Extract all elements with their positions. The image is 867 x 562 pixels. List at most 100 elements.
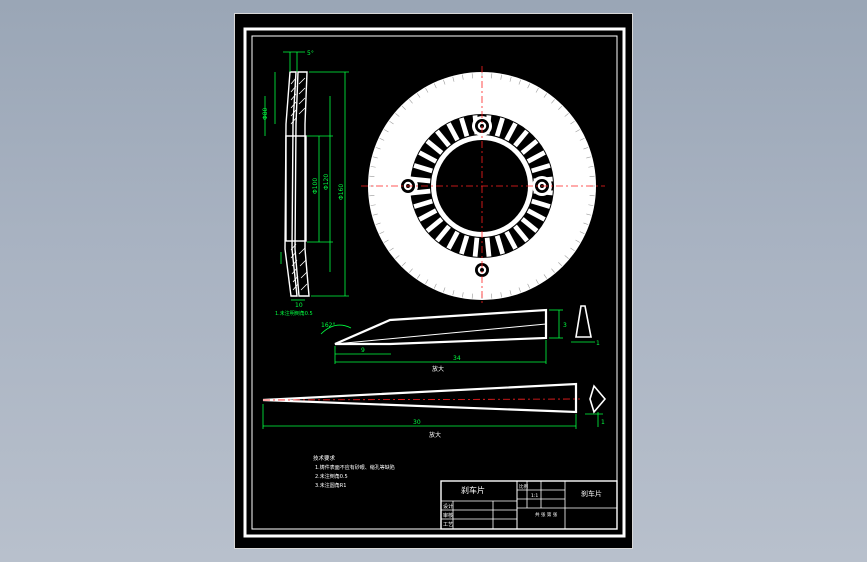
vent-rib: [418, 208, 438, 222]
rim-tick: [558, 262, 563, 267]
rim-tick: [586, 156, 592, 159]
disc-profile-right: [294, 71, 310, 297]
rim-tick: [588, 204, 594, 206]
rim-tick: [395, 255, 400, 259]
rim-tick: [570, 120, 575, 125]
rim-tick: [433, 283, 437, 289]
rim-tick: [370, 166, 376, 168]
vent-rib: [425, 217, 444, 233]
rim-tick: [518, 79, 521, 85]
side-dim-80: Φ80: [262, 107, 269, 120]
rim-tick: [500, 292, 502, 298]
rim-tick: [570, 247, 575, 252]
title-right-label: 刹车片: [581, 489, 602, 498]
rim-tick: [583, 147, 589, 150]
blade-dim-1: 1: [601, 419, 605, 426]
vent-rib: [472, 237, 480, 257]
hatching: [290, 77, 308, 291]
title-part-name: 刹车片: [461, 485, 485, 495]
title-scale: 1:1: [531, 493, 538, 499]
rim-tick: [564, 113, 569, 117]
rim-tick: [401, 262, 406, 267]
title-row-process: 工艺: [443, 522, 453, 528]
rim-tick: [372, 213, 378, 216]
vent-rib: [413, 163, 433, 174]
vent-rib: [446, 122, 460, 142]
rim-tick: [527, 83, 531, 89]
vent-rib: [504, 122, 518, 142]
tech-notes-title: 技术要求: [313, 454, 336, 462]
rim-tick: [409, 268, 413, 273]
front-view: [361, 66, 605, 306]
rim-tick: [372, 156, 378, 159]
vent-rib: [520, 217, 539, 233]
vent-rib: [435, 224, 451, 243]
blade-end-profile: [589, 384, 607, 414]
title-sheet-label: 共 张 第 张: [535, 511, 558, 518]
rim-tick: [583, 222, 589, 225]
rim-tick: [379, 231, 385, 235]
tech-note-1: 1.铸件表面不应有砂眼、缩孔等缺陷: [315, 464, 395, 471]
drawing-sheet: 5° Φ160 Φ120 Φ100 Φ80 10 1.未注明倒角0.5: [234, 13, 633, 549]
fin-dim-3: 3: [563, 322, 567, 329]
rim-tick: [452, 290, 455, 296]
rim-tick: [579, 231, 585, 235]
rim-tick: [443, 287, 446, 293]
blade-outline: [262, 382, 578, 414]
side-dim-thickness: 10: [295, 302, 303, 309]
rim-tick: [527, 283, 531, 289]
vent-rib: [504, 230, 518, 250]
blade-caption: 放大: [429, 431, 441, 439]
rim-tick: [370, 204, 376, 206]
blade-dim-30: 30: [413, 419, 421, 426]
rim-tick: [416, 274, 421, 279]
blade-section-view: 30 1 放大: [262, 382, 607, 439]
rim-tick: [462, 74, 464, 80]
rim-tick: [575, 239, 581, 243]
bolt-holes: [398, 116, 552, 280]
rim-tick: [425, 279, 429, 285]
fin-inner-line: [334, 323, 547, 345]
cad-drawing: 5° Φ160 Φ120 Φ100 Φ80 10 1.未注明倒角0.5: [243, 27, 626, 538]
rim-tick: [433, 83, 437, 89]
rim-tick: [558, 105, 563, 110]
tech-note-2: 2.未注倒角0.5: [315, 473, 348, 480]
title-row-design: 设计: [443, 503, 453, 510]
rim-tick: [462, 292, 464, 298]
rim-tick: [389, 120, 394, 125]
blade-centerline: [262, 398, 581, 401]
vent-rib: [494, 117, 505, 137]
rim-tick: [535, 279, 539, 285]
rim-tick: [509, 290, 512, 296]
vent-rib: [418, 150, 438, 164]
rim-tick: [543, 93, 548, 98]
rim-tick: [409, 99, 413, 104]
bolt-hole: [480, 268, 484, 272]
fin-dim-34: 34: [453, 355, 461, 362]
centerlines: [361, 66, 605, 306]
rim-tick: [375, 222, 381, 225]
vent-rib: [513, 129, 529, 148]
rim-tick: [379, 137, 385, 141]
side-dim-160: Φ160: [338, 184, 345, 200]
tech-notes: 技术要求 1.铸件表面不应有砂眼、缩孔等缺陷 2.未注倒角0.5 3.未注圆角R…: [313, 454, 395, 489]
title-scale-label: 比例: [519, 483, 528, 490]
vent-slots: [411, 115, 553, 257]
vent-rib: [484, 237, 492, 257]
fin-dim-angle: 162°: [321, 322, 335, 329]
rim-tick: [425, 87, 429, 93]
blade-dimension-lines: [262, 404, 603, 429]
vent-rib: [459, 235, 470, 255]
vent-rib: [435, 129, 451, 148]
rim-tick: [551, 268, 555, 273]
rim-tick: [535, 87, 539, 93]
vent-rib: [413, 198, 433, 209]
title-block: [440, 480, 618, 530]
fin-dimension-lines: [320, 309, 595, 364]
rim-tick: [588, 166, 594, 168]
side-dimension-lines: [264, 51, 349, 301]
fin-dim-9: 9: [361, 347, 365, 354]
rim-tick: [500, 74, 502, 80]
rim-tick: [443, 79, 446, 85]
vent-rib: [459, 117, 470, 137]
